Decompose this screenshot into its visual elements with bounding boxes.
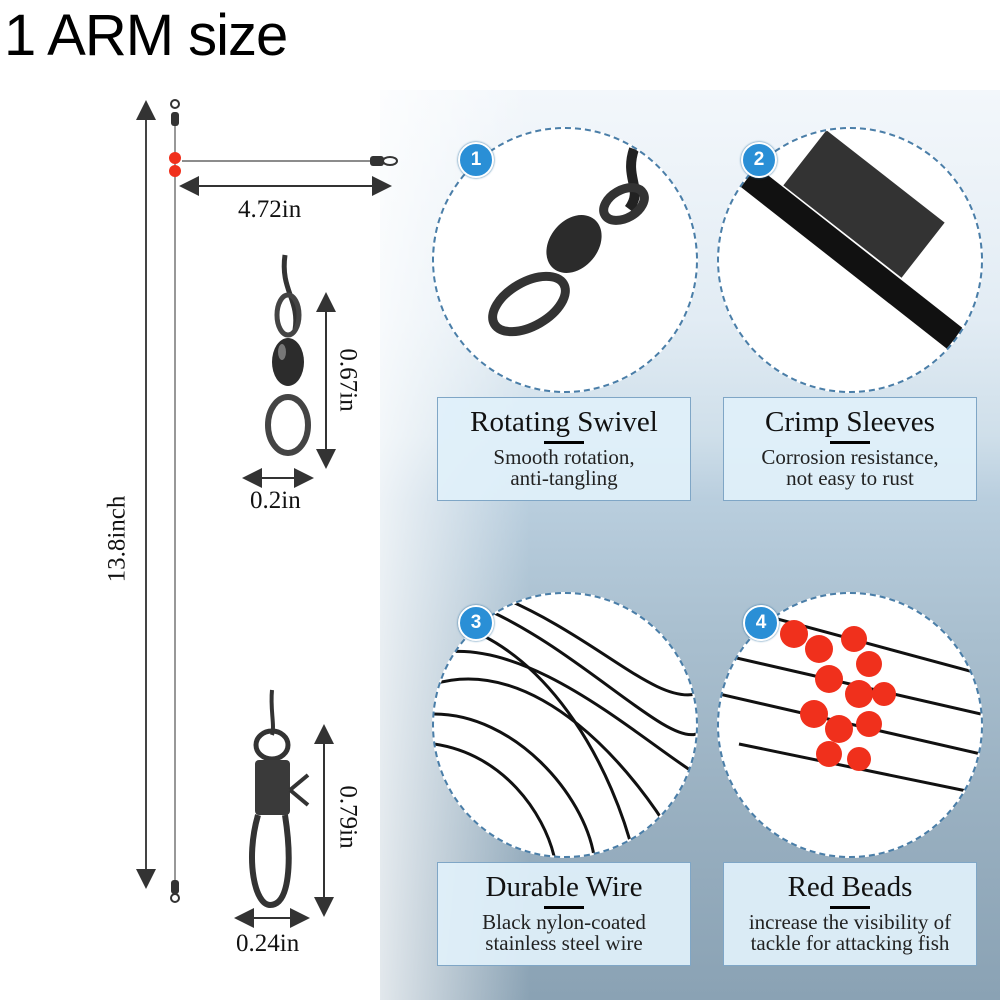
feature-title: Crimp Sleeves — [765, 406, 935, 438]
page-title: 1 ARM size — [4, 3, 288, 68]
feature-title: Red Beads — [787, 871, 913, 903]
feature-title: Rotating Swivel — [470, 406, 658, 438]
divider — [544, 906, 584, 909]
badge-4: 4 — [743, 605, 779, 641]
feature-desc-1: Corrosion resistance, — [761, 445, 939, 469]
feature-box-wire: Durable Wire Black nylon-coated stainles… — [437, 862, 691, 966]
badge-1: 1 — [458, 142, 494, 178]
swivel-length-label: 0.67in — [334, 348, 362, 412]
badge-2: 2 — [741, 142, 777, 178]
swivel-drawing — [265, 254, 311, 456]
snap-width-label: 0.24in — [236, 930, 300, 957]
feature-desc-1: Smooth rotation, — [493, 445, 635, 469]
feature-box-swivel: Rotating Swivel Smooth rotation, anti-ta… — [437, 397, 691, 501]
red-bead — [169, 165, 181, 177]
snap-length-label: 0.79in — [334, 785, 362, 849]
total-length-label: 13.8inch — [103, 495, 131, 583]
feature-title: Durable Wire — [485, 871, 643, 903]
arm-length-label: 4.72in — [238, 196, 302, 223]
snap-drawing — [249, 689, 310, 909]
feature-desc-2: anti-tangling — [510, 466, 618, 490]
feature-desc-2: stainless steel wire — [485, 931, 643, 955]
red-bead — [169, 152, 181, 164]
feature-box-crimp: Crimp Sleeves Corrosion resistance, not … — [723, 397, 977, 501]
swivel-width-label: 0.2in — [250, 487, 301, 514]
divider — [830, 441, 870, 444]
divider — [544, 441, 584, 444]
feature-desc-2: not easy to rust — [786, 466, 914, 490]
divider — [830, 906, 870, 909]
feature-desc-1: increase the visibility of — [748, 910, 952, 934]
feature-desc-1: Black nylon-coated — [482, 910, 646, 934]
feature-desc-2: tackle for attacking fish — [750, 931, 950, 955]
badge-3: 3 — [458, 605, 494, 641]
feature-box-beads: Red Beads increase the visibility of tac… — [723, 862, 977, 966]
